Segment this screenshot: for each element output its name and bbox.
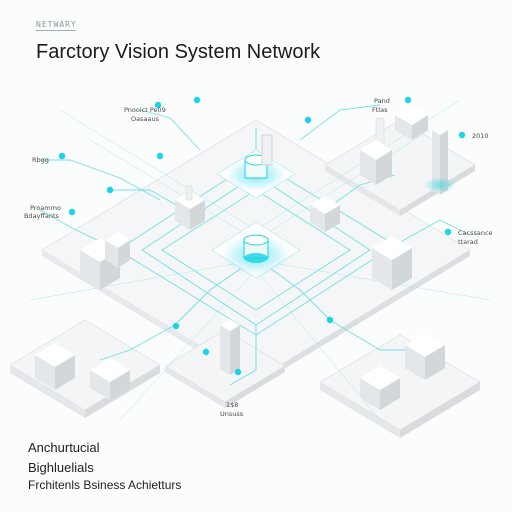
footer-line-3: Frchitenls Bsiness Achietturs [28,478,181,492]
node [173,323,179,329]
label-left-2: Proammo [30,204,61,212]
node [107,187,113,193]
label-top-right-2: Ftlas [372,106,387,114]
node [69,209,75,215]
label-top-right-1: Pand [374,97,390,105]
label-left-3: Bdayffants [24,212,59,220]
node [194,97,200,103]
label-right-1: Cacssance [458,229,493,237]
label-right-2: ttarad [458,238,478,246]
footer-line-1: Anchurtucial [28,440,100,455]
footer-line-2: Bighluelials [28,460,94,475]
label-top-left-1: Pnooict Pe09 [124,106,166,114]
label-bottom-2: Unsuss [220,410,243,418]
node [445,229,451,235]
building-bottom-center [220,319,240,375]
label-left-1: Rbgg [32,156,49,164]
node [459,132,465,138]
node [59,153,65,159]
node [157,153,163,159]
node [327,317,333,323]
label-top-right-3: 2010 [472,132,489,140]
node [203,349,209,355]
node [405,97,411,103]
label-bottom-1: 1$8 [226,401,238,409]
node [235,369,241,375]
label-top-left-2: Oasaaus [131,115,159,123]
platform-left-bottom [10,320,160,418]
node [305,117,311,123]
